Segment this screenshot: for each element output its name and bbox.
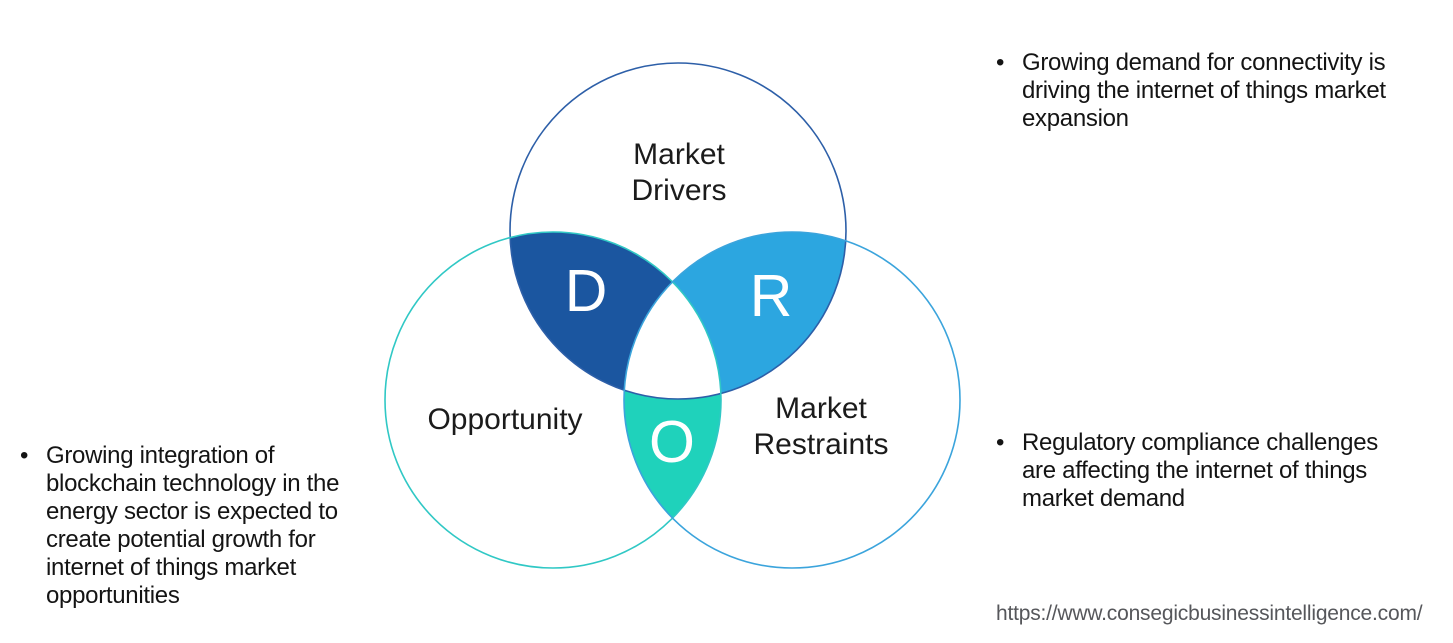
label-market-drivers-line2: Drivers xyxy=(632,174,727,207)
letter-d: D xyxy=(565,258,608,324)
letter-o: O xyxy=(649,409,695,475)
overlap-drivers-restraints xyxy=(624,232,846,399)
restraint-bullet-text: Regulatory compliance challenges are aff… xyxy=(1022,429,1378,512)
bullet-market-opportunity: • Growing integration of blockchain tech… xyxy=(20,442,375,610)
bullet-point-icon: • xyxy=(20,442,29,469)
label-opportunity: Opportunity xyxy=(427,403,582,436)
circle-opportunity xyxy=(384,231,722,569)
source-url: https://www.consegicbusinessintelligence… xyxy=(996,602,1423,625)
letter-r: R xyxy=(750,263,793,329)
overlap-drivers-opportunity xyxy=(510,232,721,399)
opportunity-bullet-text: Growing integration of blockchain techno… xyxy=(46,442,340,609)
label-market-drivers-line1: Market xyxy=(633,138,725,171)
bullet-market-restraint: • Regulatory compliance challenges are a… xyxy=(996,429,1441,513)
circle-market-restraints xyxy=(623,231,961,569)
bullet-market-driver: • Growing demand for connectivity is dri… xyxy=(996,49,1441,133)
label-market-restraints-line2: Restraints xyxy=(753,428,888,461)
circle-market-drivers xyxy=(509,62,847,400)
label-market-restraints-line1: Market xyxy=(775,392,867,425)
bullet-point-icon: • xyxy=(996,429,1005,456)
driver-bullet-text: Growing demand for connectivity is drivi… xyxy=(1022,49,1386,132)
bullet-point-icon: • xyxy=(996,49,1005,76)
